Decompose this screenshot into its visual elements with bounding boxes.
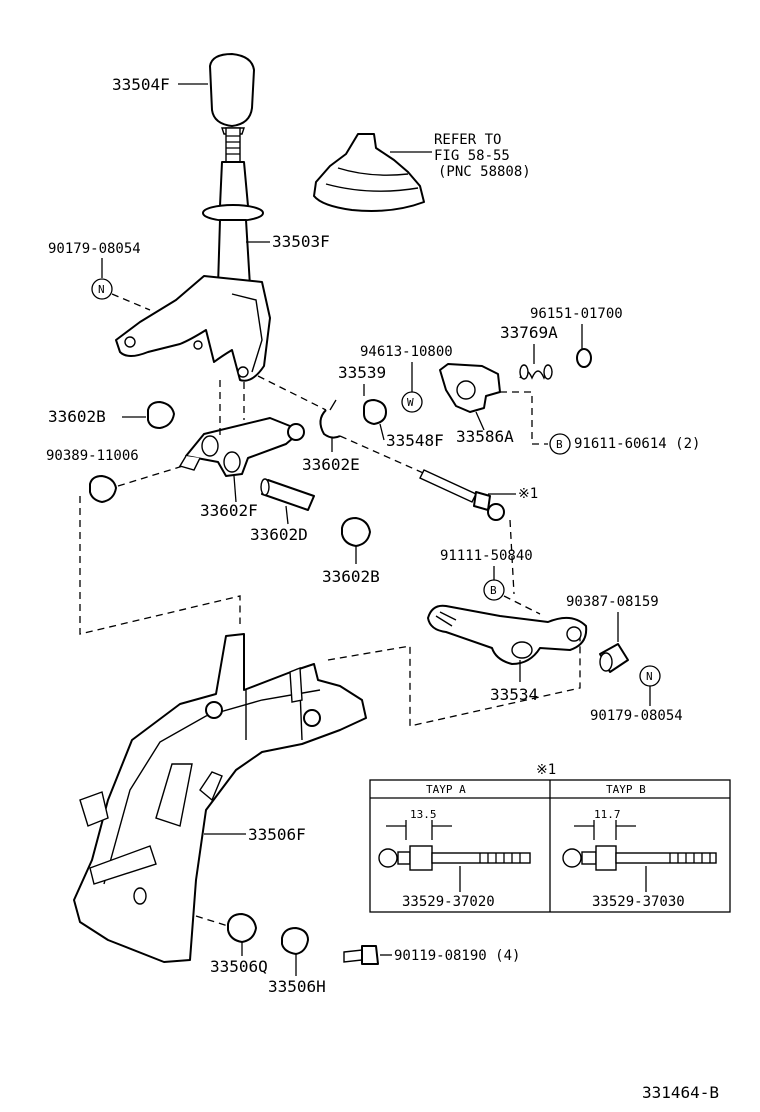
bush-b-part bbox=[147, 401, 175, 429]
clip-e-part bbox=[319, 399, 341, 439]
seat-part bbox=[439, 363, 501, 413]
label-bush-small: 90389-11006 bbox=[46, 448, 139, 464]
bush-q-part bbox=[227, 913, 257, 943]
label-bolt4: 90119-08190 (4) bbox=[394, 948, 520, 964]
inset-dim-b: 11.7 bbox=[594, 808, 621, 821]
spring-part bbox=[519, 364, 553, 380]
label-ref-mark: ※1 bbox=[518, 486, 538, 502]
inset-title: ※1 bbox=[536, 762, 556, 778]
inset-part-a: 33529-37020 bbox=[402, 894, 495, 910]
shift-lever bbox=[115, 127, 271, 382]
clip-top-part bbox=[576, 348, 592, 368]
label-w-part: 94613-10800 bbox=[360, 344, 453, 360]
arm-part bbox=[427, 604, 588, 665]
inset-type-b: TAYP B bbox=[606, 783, 646, 796]
label-bolt-top: 90179-08054 bbox=[48, 241, 141, 257]
label-clip-top: 96151-01700 bbox=[530, 306, 623, 322]
label-pipe-d: 33602D bbox=[250, 525, 308, 544]
shift-knob bbox=[209, 53, 255, 135]
label-refer-3: (PNC 58808) bbox=[438, 164, 531, 180]
label-b-bolt: 91611-60614 (2) bbox=[574, 436, 700, 452]
label-arm: 33534 bbox=[490, 685, 538, 704]
label-collar: 33539 bbox=[338, 363, 386, 382]
callout-w-letter: W bbox=[407, 396, 414, 409]
inset-table: ※1 TAYP A TAYP B 13.5 33529-37020 11.7 bbox=[369, 762, 731, 913]
callout-n-top bbox=[91, 278, 113, 300]
callout-b1 bbox=[549, 433, 571, 455]
label-seat: 33586A bbox=[456, 427, 514, 446]
label-lever: 33503F bbox=[272, 232, 330, 251]
bolt4-part bbox=[343, 945, 379, 965]
label-bush-h: 33506H bbox=[268, 977, 326, 996]
label-b-bolt2: 91111-50840 bbox=[440, 548, 533, 564]
label-refer-1: REFER TO bbox=[434, 132, 501, 148]
bush-h-part bbox=[281, 927, 309, 955]
pipe-d-part bbox=[260, 478, 315, 511]
label-bracket: 33506F bbox=[248, 825, 306, 844]
label-bush-b: 33602B bbox=[48, 407, 106, 426]
callout-n-bottom-letter: N bbox=[646, 670, 653, 683]
diagram-id: 331464-B bbox=[642, 1083, 719, 1102]
inset-part-b: 33529-37030 bbox=[592, 894, 685, 910]
inset-type-a: TAYP A bbox=[426, 783, 466, 796]
label-bushing-f: 33548F bbox=[386, 431, 444, 450]
label-spring: 33769A bbox=[500, 323, 558, 342]
inset-bolt-a bbox=[378, 820, 531, 871]
label-bush-q: 33506Q bbox=[210, 957, 268, 976]
label-refer-2: FIG 58-55 bbox=[434, 148, 510, 164]
callout-b2-letter: B bbox=[490, 584, 497, 597]
callout-n-top-letter: N bbox=[98, 283, 105, 296]
bracket-part bbox=[73, 633, 367, 963]
long-bolt-part bbox=[419, 469, 505, 521]
label-collar2: 90387-08159 bbox=[566, 594, 659, 610]
collar-part bbox=[363, 399, 387, 425]
bush-b2-part bbox=[341, 517, 371, 547]
label-bolt-bottom: 90179-08054 bbox=[590, 708, 683, 724]
bush-small-part bbox=[89, 475, 117, 503]
callout-w bbox=[401, 391, 423, 413]
callout-b2 bbox=[483, 579, 505, 601]
label-shaft-f: 33602F bbox=[200, 501, 258, 520]
callout-b1-letter: B bbox=[556, 438, 563, 451]
inset-bolt-b bbox=[562, 820, 717, 871]
shaft-f-part bbox=[178, 417, 305, 477]
label-clip-e: 33602E bbox=[302, 455, 360, 474]
shift-boot bbox=[313, 133, 425, 212]
label-bush-b2: 33602B bbox=[322, 567, 380, 586]
inset-dim-a: 13.5 bbox=[410, 808, 437, 821]
collar2-part bbox=[599, 643, 629, 673]
label-knob: 33504F bbox=[112, 75, 170, 94]
